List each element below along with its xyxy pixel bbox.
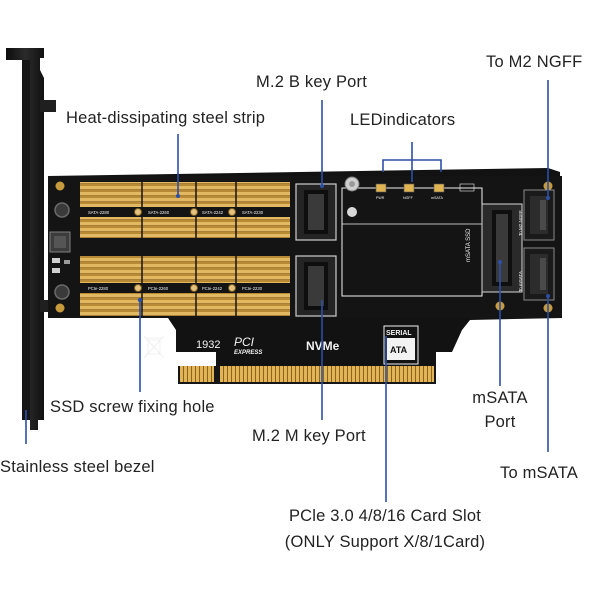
slot-size-lower-4: PCIe-2230 xyxy=(242,286,263,291)
capacitor xyxy=(344,176,360,217)
to-m2-ngff-silkscreen: To M2 NGFF xyxy=(518,210,523,236)
pcie-logo: PCI EXPRESS xyxy=(234,335,262,356)
pcie-gold-fingers xyxy=(178,366,436,384)
weee-bin-icon xyxy=(143,335,165,359)
to-msata-silkscreen: To mSATA xyxy=(518,271,523,292)
heat-strip-upper xyxy=(80,182,290,238)
label-msata-port-line1: mSATA xyxy=(472,389,528,407)
inductor-components xyxy=(49,231,71,273)
slot-size-lower-2: PCIe-2260 xyxy=(148,286,169,291)
label-to-msata: To mSATA xyxy=(500,464,579,482)
led-label-msata: mSATA xyxy=(431,196,443,200)
led-indicator-pwr xyxy=(375,183,387,193)
slot-size-upper-4: SATA-2230 xyxy=(242,210,264,215)
m2-b-key-connector xyxy=(295,183,337,241)
msata-socket xyxy=(481,203,523,293)
nvme-silkscreen: NVMe xyxy=(306,339,340,353)
label-m2-b-key-port: M.2 B key Port xyxy=(256,73,368,91)
led-label-ngff: NGFF xyxy=(403,196,414,200)
serial-ata-top: SERIAL xyxy=(386,330,412,337)
label-msata-port-line2: Port xyxy=(484,413,516,431)
label-pcie-slot-line1: PCle 3.0 4/8/16 Card Slot xyxy=(288,507,482,525)
label-pcie-slot-line2: (ONLY Support X/8/1Card) xyxy=(284,533,486,551)
led-indicator-ngff xyxy=(403,183,415,193)
m2-m-key-connector xyxy=(295,255,337,317)
callout-dots xyxy=(137,184,550,303)
label-heat-dissipating-strip: Heat-dissipating steel strip xyxy=(66,109,266,127)
pcie-logo-top: PCI xyxy=(234,335,255,349)
serial-ata-logo: SERIAL ATA xyxy=(383,325,419,365)
msata-ssd-silkscreen: mSATA SSD xyxy=(466,228,472,262)
slot-size-upper-2: SATA-2260 xyxy=(148,210,170,215)
label-to-m2-ngff: To M2 NGFF xyxy=(486,53,583,71)
label-ssd-screw-hole: SSD screw fixing hole xyxy=(50,398,215,416)
slot-size-upper-1: SATA-2280 xyxy=(88,210,110,215)
pcie-logo-bottom: EXPRESS xyxy=(234,350,262,356)
callout-lines xyxy=(25,80,549,502)
slot-size-lower-1: PCIe-2280 xyxy=(88,286,109,291)
label-stainless-steel-bezel: Stainless steel bezel xyxy=(0,458,155,476)
label-m2-m-key-port: M.2 M key Port xyxy=(252,427,366,445)
led-label-pwr: PWR xyxy=(376,196,385,200)
slot-size-upper-3: SATA-2242 xyxy=(202,210,224,215)
label-led-indicators: LEDindicators xyxy=(350,111,456,129)
screw-holes xyxy=(54,181,553,313)
slot-size-lower-3: PCIe-2242 xyxy=(202,286,223,291)
serial-ata-bottom: ATA xyxy=(390,345,408,355)
led-indicator-msata xyxy=(433,183,445,193)
sata-connector-msata xyxy=(523,247,555,301)
chip-code: 1932 xyxy=(196,339,220,351)
